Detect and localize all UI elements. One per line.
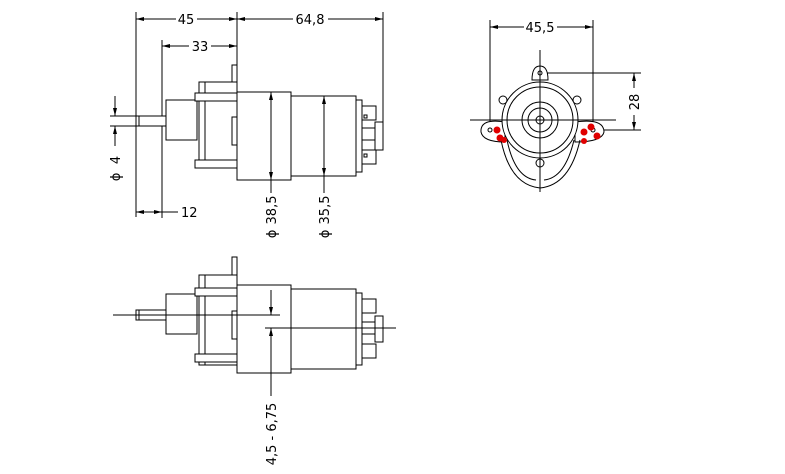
dimension-label: 35,5 [318, 196, 333, 225]
dimension-12: 12 [136, 206, 198, 221]
diameter-symbol: ϕ [318, 230, 333, 239]
diameter-symbol: ϕ [109, 173, 124, 182]
dimension-label: 4,5 - 6,75 [265, 403, 280, 466]
dimension-label: 64,8 [296, 13, 325, 28]
dimension-45-5: 45,5 [490, 21, 593, 36]
dimension-28: 28 [628, 73, 643, 130]
front-view: 45,5 28 [470, 20, 643, 192]
dimension-38-5: 38,5 ϕ [265, 92, 280, 238]
dimension-shaft-diameter: 4 ϕ [109, 96, 136, 181]
dimension-33: 33 [162, 40, 237, 55]
side-view-bottom: 4,5 - 6,75 [113, 256, 396, 465]
dimension-45: 45 [136, 13, 237, 28]
diameter-symbol: ϕ [265, 230, 280, 239]
dimension-label: 12 [181, 206, 198, 221]
red-markers [493, 123, 601, 144]
dimension-35-5: 35,5 ϕ [318, 96, 333, 238]
dimension-label: 33 [192, 40, 209, 55]
dimension-label: 4 [109, 156, 124, 164]
dimension-64-8: 64,8 [237, 13, 383, 28]
dimension-label: 28 [628, 94, 643, 111]
dimension-label: 45 [178, 13, 195, 28]
dimension-shaft-offset: 4,5 - 6,75 [265, 290, 280, 465]
dimension-label: 45,5 [526, 21, 555, 36]
dimension-label: 38,5 [265, 196, 280, 225]
side-view-top: 45 64,8 33 12 4 ϕ [109, 12, 384, 238]
